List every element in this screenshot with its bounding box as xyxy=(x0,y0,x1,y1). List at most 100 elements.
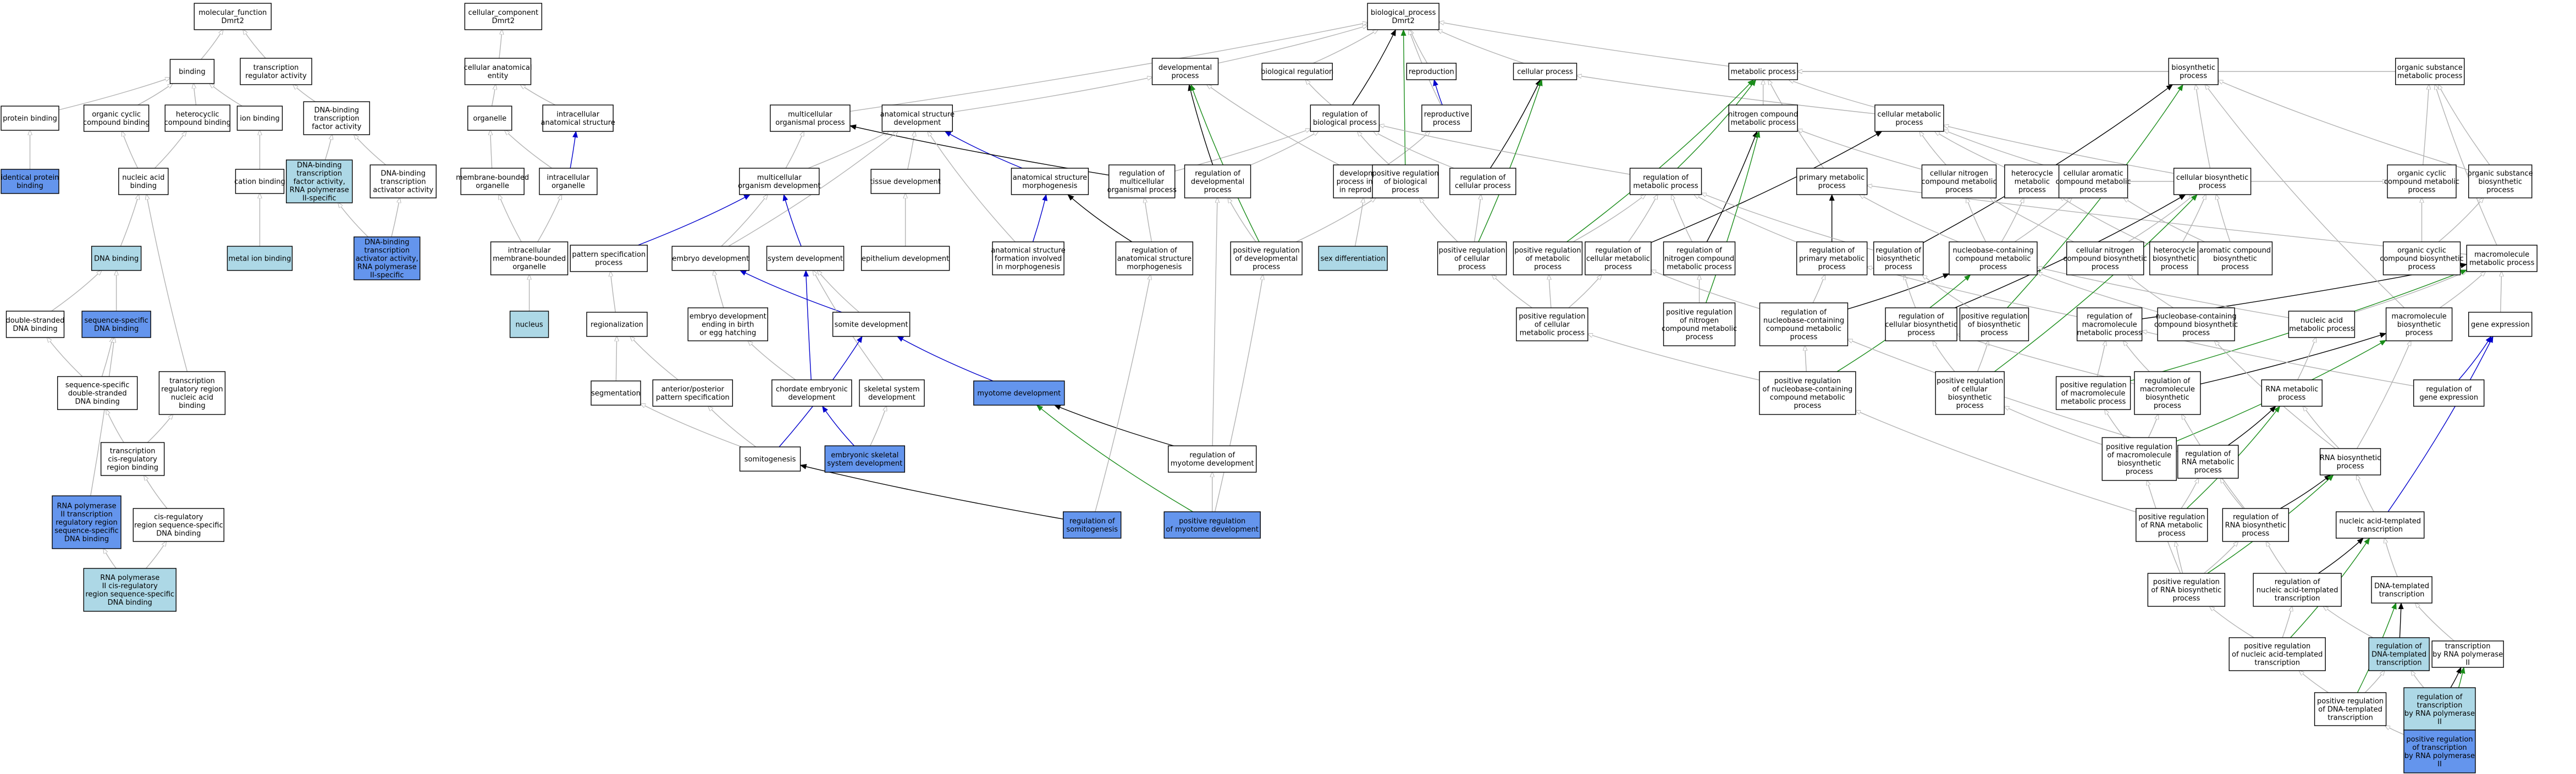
go-term-node-somitedev[interactable]: somite development xyxy=(832,312,911,337)
go-term-node-dnabind[interactable]: DNA binding xyxy=(91,246,142,271)
go-term-node-organelle[interactable]: organelle xyxy=(467,106,512,131)
go-term-node-metab[interactable]: metabolic process xyxy=(1728,63,1798,80)
go-term-node-tissdev[interactable]: tissue development xyxy=(870,169,941,194)
go-term-node-regmacrobio[interactable]: regulation ofmacromoleculebiosyntheticpr… xyxy=(2134,371,2201,415)
go-term-node-sexdiff[interactable]: sex differentiation xyxy=(1318,246,1388,271)
go-term-node-somitogenesis[interactable]: somitogenesis xyxy=(739,446,801,472)
go-term-node-segmentation[interactable]: segmentation xyxy=(591,380,641,406)
go-term-node-regnbc[interactable]: regulation ofnucleobase-containingcompou… xyxy=(1759,302,1849,346)
go-term-node-embdev[interactable]: embryo development xyxy=(671,246,750,271)
go-term-node-sysdev[interactable]: system development xyxy=(766,246,845,271)
go-term-node-epidev[interactable]: epithelium development xyxy=(860,246,950,271)
go-term-node-catbind[interactable]: cation binding xyxy=(234,169,285,194)
go-term-node-protbind[interactable]: protein binding xyxy=(1,106,59,131)
go-term-node-regionalization[interactable]: regionalization xyxy=(586,312,648,337)
go-term-node-myotome[interactable]: myotome development xyxy=(973,380,1065,406)
go-term-node-cellproc[interactable]: cellular process xyxy=(1513,63,1577,80)
go-term-node-nucleus[interactable]: nucleus xyxy=(509,311,549,338)
go-term-node-ionbind[interactable]: ion binding xyxy=(236,106,283,131)
